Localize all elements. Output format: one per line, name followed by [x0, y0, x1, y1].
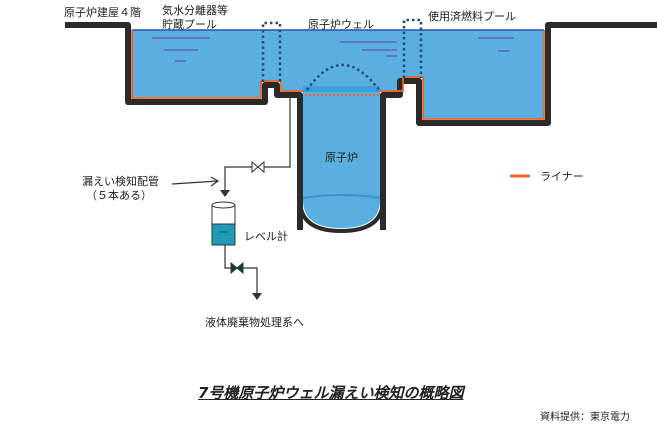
steam-dryer-pool-label-1: 気水分離器等 — [162, 4, 228, 17]
reactor-well-label: 原子炉ウェル — [308, 18, 374, 31]
leak-pipe-label-1: 漏えい検知配管 — [82, 175, 159, 188]
spent-fuel-pool-label: 使用済燃料プール — [428, 10, 516, 23]
credit: 資料提供：東京電力 — [540, 412, 630, 423]
arrow-down-icon — [220, 190, 230, 197]
gates — [261, 18, 423, 91]
water — [132, 30, 544, 228]
reactor-vessel-bottom — [298, 199, 385, 234]
arrow-down-icon — [252, 293, 262, 300]
steam-dryer-pool-label-2: 貯蔵プール — [162, 18, 217, 31]
ripples — [152, 37, 514, 62]
reactor-water-level — [302, 194, 381, 199]
closed-valve-icon — [230, 261, 244, 275]
building-wall-right — [380, 22, 657, 230]
liner — [131, 30, 545, 120]
level-gauge-icon — [211, 201, 236, 246]
diagram-title: 7号機原子炉ウェル漏えい検知の概略図 — [198, 384, 464, 402]
reactor-label: 原子炉 — [325, 151, 358, 164]
open-valve-icon — [251, 160, 265, 174]
building-wall — [65, 22, 303, 230]
legend-liner-label: ライナー — [540, 170, 584, 183]
reactor-top-water — [303, 86, 380, 92]
to-waste-label: 液体廃棄物処理系へ — [205, 316, 304, 329]
level-gauge-label: レベル計 — [244, 230, 288, 243]
leak-pipe-label-2: （５本ある） — [86, 189, 152, 202]
building-floor-label: 原子炉建屋４階 — [64, 6, 141, 19]
